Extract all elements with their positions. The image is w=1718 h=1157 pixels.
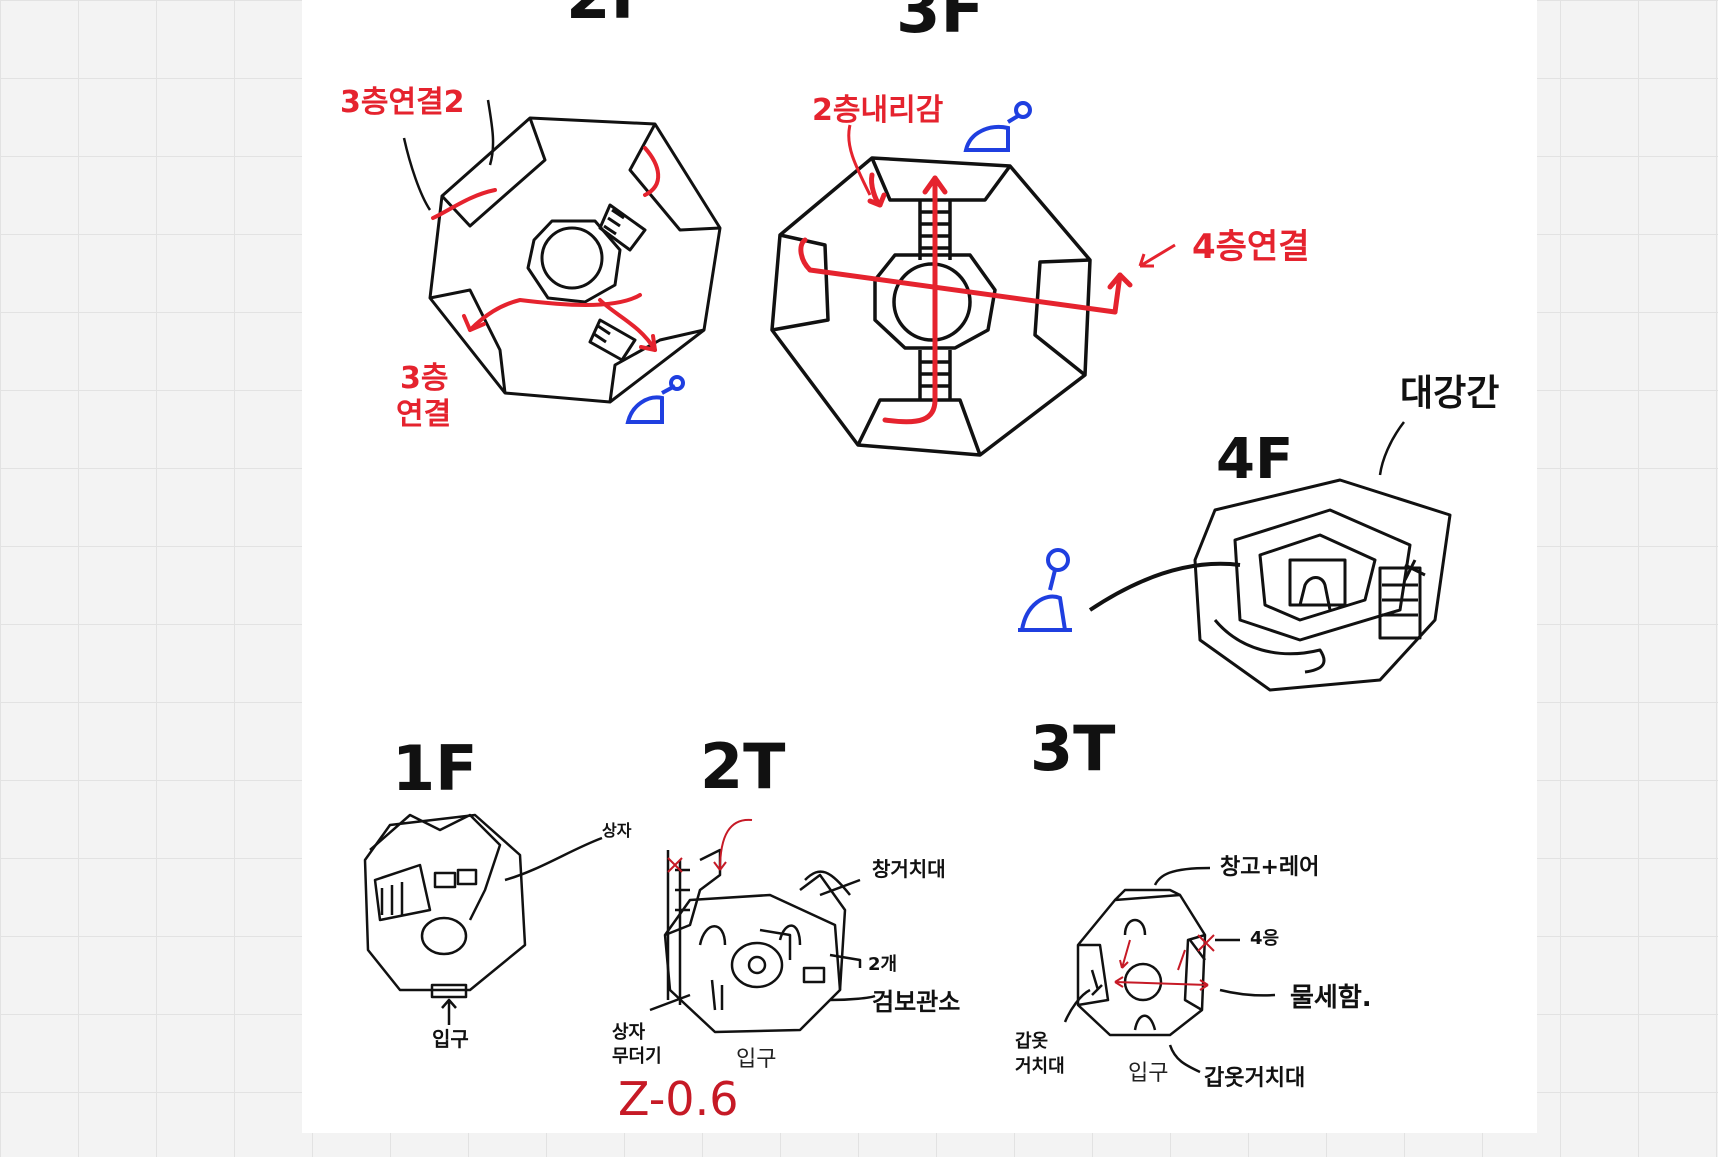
label-3t-left-b: 거치대 bbox=[1015, 1056, 1065, 1077]
marks-3t-bottom bbox=[1114, 934, 1215, 991]
floorplan-4f bbox=[1193, 478, 1452, 692]
label-2t-sword: 검보관소 bbox=[872, 988, 960, 1016]
leader-great-hall bbox=[1378, 421, 1405, 476]
path-arrow-4f bbox=[1088, 561, 1241, 612]
label-4f-connect: 4층연결 bbox=[1192, 227, 1310, 267]
title-3t-bottom: 3T bbox=[1030, 712, 1115, 785]
label-1f-entrance: 입구 bbox=[432, 1027, 469, 1051]
label-2t-two: 2개 bbox=[868, 954, 897, 975]
leader-lines-2f-top bbox=[402, 99, 495, 211]
label-3t-chest: 물세함. bbox=[1290, 983, 1372, 1013]
title-1f-bottom: 1F bbox=[392, 732, 478, 805]
label-3t-armor-rack: 갑옷거치대 bbox=[1204, 1066, 1305, 1091]
label-2f-down: 2층내리감 bbox=[812, 93, 944, 128]
arrow-2f-down-leader bbox=[847, 124, 872, 196]
person-marker-3f-top bbox=[963, 101, 1032, 152]
label-1f-box: 상자 bbox=[602, 821, 632, 840]
person-marker-4f bbox=[1018, 548, 1072, 632]
floorplan-2f-top bbox=[428, 116, 722, 404]
label-3t-left-a: 갑옷 bbox=[1015, 1031, 1048, 1052]
title-2t-bottom: 2T bbox=[700, 730, 785, 803]
label-3f-connect-b: 연결 bbox=[396, 397, 451, 432]
person-marker-2f-top bbox=[625, 375, 685, 424]
title-4f: 4F bbox=[1216, 427, 1293, 492]
arrow-4f-connect bbox=[1138, 243, 1176, 268]
label-2t-entrance: 입구 bbox=[736, 1047, 776, 1072]
path-arrows-3f-top bbox=[798, 172, 1133, 425]
label-3f-connect-2: 3층연결2 bbox=[340, 85, 465, 120]
label-3t-entrance: 입구 bbox=[1128, 1061, 1168, 1086]
label-2t-box-b: 무더기 bbox=[612, 1046, 662, 1067]
floorplan-2t-bottom bbox=[649, 848, 876, 1034]
floorplan-1f-bottom bbox=[363, 813, 603, 1025]
label-3t-four: 4응 bbox=[1250, 928, 1279, 949]
marks-2t-bottom bbox=[667, 818, 753, 873]
whiteboard-canvas bbox=[302, 0, 1537, 1133]
title-3f-top: 3F bbox=[896, 0, 984, 48]
label-3f-connect-a: 3층 bbox=[400, 361, 448, 396]
label-2t-box-a: 상자 bbox=[612, 1022, 646, 1043]
label-2t-coordinate: Z-0.6 bbox=[618, 1072, 738, 1126]
path-arrows-2f-top bbox=[431, 146, 661, 352]
label-great-hall: 대강간 bbox=[1400, 373, 1499, 414]
label-2t-cell: 창거치대 bbox=[872, 857, 946, 881]
label-3t-storage: 창고+레어 bbox=[1220, 855, 1319, 880]
title-2f-top: 2F bbox=[566, 0, 654, 34]
floorplan-3t-bottom bbox=[1063, 866, 1276, 1074]
